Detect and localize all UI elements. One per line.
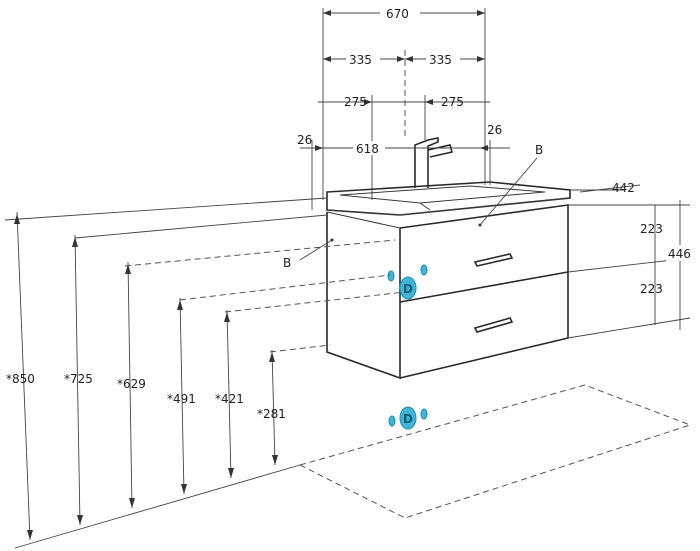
right-dimensions: 442 223 223 446 [567,181,696,339]
floor-pipe-left [388,415,396,427]
pipe-d-label: D [403,282,413,296]
dim-223-bottom: 223 [640,282,663,296]
dim-618: 618 [356,142,379,156]
b-labels: B B [283,143,543,270]
floor-pipes: D [388,406,428,430]
faucet [414,137,454,188]
label-b-left: B [283,256,291,270]
dim-725: *725 [64,372,93,386]
height-dimensions: *850 *725 *629 *491 *421 *281 [4,197,406,549]
label-b-right: B [535,143,543,157]
dim-850: *850 [6,372,35,386]
dim-421: *421 [215,392,244,406]
dim-26-right: 26 [487,123,502,137]
cabinet-pipes: D [387,264,428,300]
pipe-hole-right [420,264,428,276]
dim-335-right: 335 [429,53,452,67]
dim-275-left: 275 [344,95,367,109]
dim-446: 446 [668,247,691,261]
dim-281: *281 [257,407,286,421]
dim-670: 670 [386,7,409,21]
top-dimensions: 670 335 335 275 275 26 26 618 [297,5,510,210]
dim-223-top: 223 [640,222,663,236]
dim-335-left: 335 [349,53,372,67]
dim-26-left: 26 [297,133,312,147]
drain-hole [399,276,417,300]
floor-pipe-d-label: D [403,412,413,426]
dim-629: *629 [117,377,146,391]
dim-491: *491 [167,392,196,406]
floor-pipe-right [420,408,428,420]
floor-drain [399,406,417,430]
pipe-hole-left [387,270,395,282]
cabinet [326,204,569,380]
dim-442: 442 [612,181,635,195]
floor-outline [298,384,692,519]
dim-275-right: 275 [441,95,464,109]
